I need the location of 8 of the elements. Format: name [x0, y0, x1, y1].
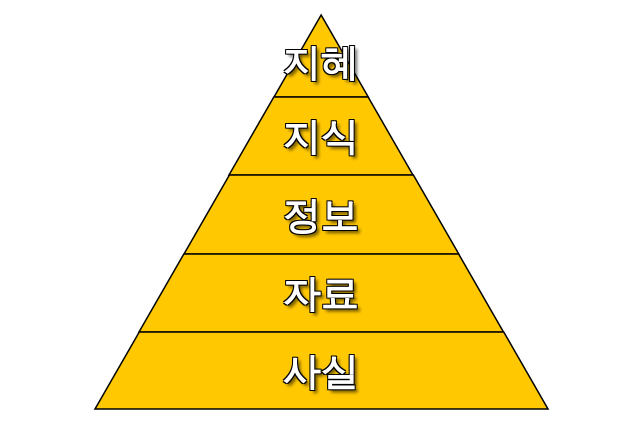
layer-label: 사실	[283, 348, 359, 394]
layer-label: 정보	[282, 192, 359, 238]
layer-label: 자료	[282, 270, 359, 317]
pyramid-layer	[229, 97, 413, 175]
layer-label: 지식	[282, 113, 359, 160]
pyramid-layer	[138, 254, 504, 332]
pyramid-layer	[94, 332, 548, 409]
pyramid-layer	[184, 175, 458, 254]
